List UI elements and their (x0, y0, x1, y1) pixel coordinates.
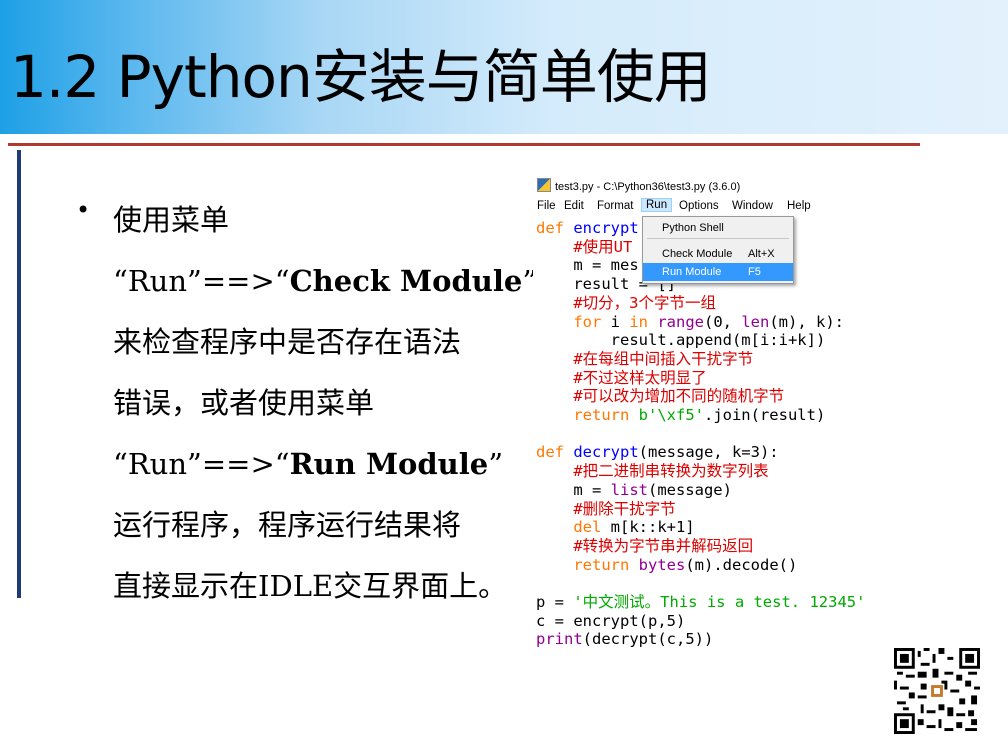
quote-run-1: “Run”==>“ (113, 264, 290, 298)
code-token: encrypt (573, 219, 639, 237)
code-editor[interactable]: def encrypt #使用UT m = mes result = [] #切… (536, 219, 865, 649)
code-token: (m).decode() (685, 555, 798, 574)
code-token: for (536, 312, 611, 331)
code-comment: #在每组中间插入干扰字节 (536, 349, 754, 368)
code-string: '中文测试。This is a test. 12345' (573, 593, 866, 612)
code-token: return (536, 555, 639, 574)
code-token: m = (536, 480, 611, 499)
code-comment: #删除干扰字节 (536, 499, 676, 518)
run-menu-dropdown: Python Shell Check Module Alt+X Run Modul… (642, 216, 794, 284)
menu-window[interactable]: Window (732, 200, 773, 212)
code-token: bytes (638, 555, 686, 574)
code-token: list (610, 480, 648, 499)
code-token: decrypt (573, 443, 639, 462)
menu-item-shortcut: Alt+X (748, 248, 775, 260)
code-line: m = mes (536, 256, 639, 275)
menu-format[interactable]: Format (597, 200, 634, 212)
bullet-point: • (76, 196, 91, 224)
code-line: c = encrypt(p,5) (536, 611, 686, 630)
code-token: i (610, 312, 630, 331)
title-divider (8, 143, 920, 146)
qr-code-icon (894, 648, 980, 734)
body-line-1: 使用菜单 (113, 203, 230, 237)
code-token: return (536, 406, 639, 425)
bullet-body: 使用菜单 “Run”==>“Check Module” 来检查程序中是否存在语法… (113, 190, 538, 617)
menu-separator (647, 238, 789, 239)
code-token: range (657, 312, 704, 331)
close-quote-2: ” (488, 447, 504, 481)
python-file-icon (537, 178, 551, 192)
code-comment: #把二进制串转换为数字列表 (536, 462, 769, 481)
code-token: in (629, 312, 658, 331)
code-token: .join(result) (703, 406, 826, 425)
code-token: (message, k=3): (638, 443, 779, 462)
menu-options[interactable]: Options (679, 200, 719, 212)
body-line-6: 运行程序，程序运行结果将 (113, 508, 462, 542)
menu-item-label: Check Module (662, 248, 733, 260)
code-comment: #可以改为增加不同的随机字节 (536, 387, 785, 406)
code-comment: #切分，3个字节一组 (536, 293, 716, 312)
code-token: m[k::k+1] (610, 518, 695, 537)
title-banner (0, 0, 1008, 134)
code-token: (0, (704, 312, 742, 331)
idle-title-bar: test3.py - C:\Python36\test3.py (3.6.0) (537, 178, 740, 193)
code-string: b'\xf5' (638, 406, 704, 425)
side-rule (17, 150, 21, 598)
code-token: print (536, 630, 583, 649)
code-comment: #不过这样太明显了 (536, 368, 707, 387)
code-comment: #转换为字节串并解码返回 (536, 536, 754, 555)
menu-item-shortcut: F5 (748, 266, 761, 278)
menu-help[interactable]: Help (787, 200, 811, 212)
code-comment: #使用UT (536, 237, 633, 256)
quote-run-2: “Run”==>“ (113, 447, 290, 481)
slide-title: 1.2 Python安装与简单使用 (10, 43, 712, 111)
menu-item-python-shell[interactable]: Python Shell (643, 219, 793, 237)
menu-item-label: Run Module (662, 266, 722, 278)
menu-edit[interactable]: Edit (564, 200, 584, 212)
menu-item-run-module[interactable]: Run Module F5 (643, 263, 793, 281)
code-token: p = (536, 593, 574, 612)
idle-window-title: test3.py - C:\Python36\test3.py (3.6.0) (555, 181, 741, 193)
code-token: (m), k): (769, 312, 844, 331)
menu-file[interactable]: File (537, 200, 556, 212)
code-line: result.append(m[i:i+k]) (536, 331, 826, 350)
idle-screenshot: test3.py - C:\Python36\test3.py (3.6.0) … (533, 172, 865, 660)
code-token: (decrypt(c,5)) (582, 630, 714, 649)
body-line-2: “Run”==>“Check Module” (113, 251, 538, 312)
code-token: len (741, 312, 770, 331)
body-line-3: 来检查程序中是否存在语法 (113, 325, 462, 359)
idle-menu-bar: File Edit Format Run Options Window Help (533, 198, 863, 217)
body-line-4: 错误，或者使用菜单 (113, 386, 375, 420)
menu-run[interactable]: Run (641, 198, 673, 212)
menu-item-label: Python Shell (662, 222, 724, 234)
code-token: (message) (647, 480, 732, 499)
code-token: del (536, 518, 611, 537)
body-line-7: 直接显示在IDLE交互界面上。 (113, 569, 508, 603)
check-module-text: Check Module (289, 264, 523, 298)
menu-item-check-module[interactable]: Check Module Alt+X (643, 245, 793, 263)
run-module-text: Run Module (289, 447, 489, 481)
body-line-5: “Run”==>“Run Module” (113, 434, 538, 495)
code-token: def (536, 443, 574, 462)
code-token: def (536, 219, 574, 237)
